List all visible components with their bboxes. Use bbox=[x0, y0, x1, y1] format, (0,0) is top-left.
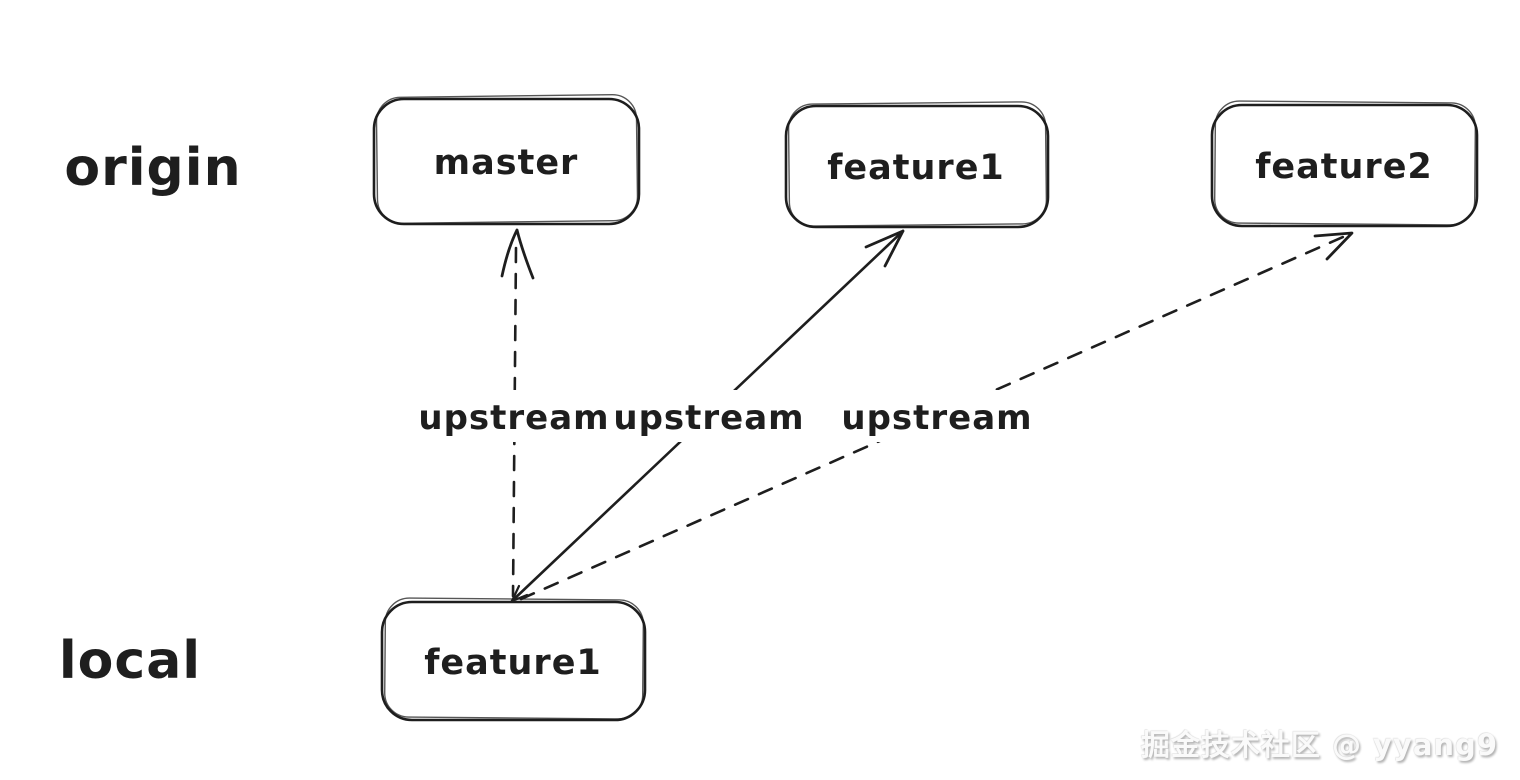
row-label-origin: origin bbox=[64, 138, 241, 198]
arrow-shaft bbox=[511, 246, 518, 598]
node-box-sketch-stroke bbox=[1213, 100, 1477, 226]
node-box bbox=[784, 104, 1050, 229]
watermark: 掘金技术社区 @ yyang9 bbox=[1140, 728, 1498, 762]
arrow-label-upstream-1: upstream bbox=[418, 398, 609, 438]
node-box bbox=[372, 97, 641, 226]
node-label: master bbox=[434, 143, 579, 183]
node-label: feature1 bbox=[827, 148, 1005, 188]
label-mask bbox=[614, 390, 804, 442]
node-origin-feature2: feature2 bbox=[1210, 100, 1479, 228]
arrow-local-feature1-to-origin-master bbox=[500, 228, 535, 598]
node-box-sketch-stroke bbox=[384, 597, 645, 720]
arrow-label-upstream-2: upstream bbox=[613, 398, 804, 438]
label-mask bbox=[420, 390, 608, 442]
node-label: feature1 bbox=[424, 643, 602, 683]
node-box bbox=[1210, 103, 1479, 228]
node-origin-master: master bbox=[372, 93, 641, 226]
arrowhead-up-icon bbox=[500, 228, 535, 280]
node-label: feature2 bbox=[1255, 147, 1433, 187]
arrowhead-up-right-icon bbox=[864, 229, 905, 268]
node-box bbox=[380, 600, 647, 722]
row-label-local: local bbox=[59, 631, 201, 691]
node-origin-feature1: feature1 bbox=[784, 101, 1050, 229]
node-box-sketch-stroke bbox=[375, 93, 639, 224]
node-local-feature1: feature1 bbox=[380, 597, 647, 722]
node-box-sketch-stroke bbox=[787, 101, 1048, 227]
label-mask bbox=[843, 390, 1031, 442]
arrow-label-upstream-3: upstream bbox=[841, 398, 1032, 438]
arrowhead-up-right-icon bbox=[1313, 231, 1354, 261]
